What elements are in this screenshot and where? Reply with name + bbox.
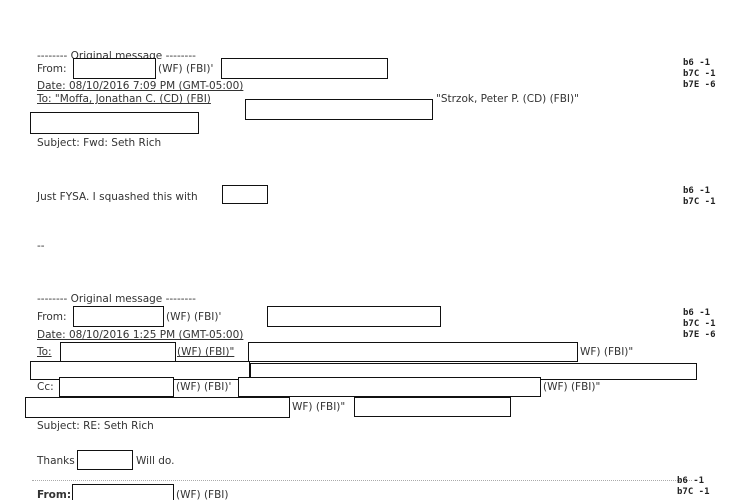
- subject-line: Subject: Fwd: Seth Rich: [37, 137, 162, 149]
- to-recipient: "Strzok, Peter P. (CD) (FBI)": [436, 93, 579, 105]
- redaction-box: [238, 377, 541, 397]
- original-message-header: -------- Original message --------: [37, 293, 196, 305]
- redaction-box: [222, 185, 268, 204]
- to-org: (WF) (FBI)": [177, 346, 235, 358]
- redaction-box: [73, 58, 156, 79]
- exemption-codes: b6 -1 b7C -1 b7E -6: [683, 58, 716, 90]
- body-text: Just FYSA. I squashed this with: [37, 191, 198, 203]
- divider: [32, 480, 692, 481]
- exemption-codes: b6 -1 b7C -1: [677, 476, 710, 497]
- subject-line: Subject: RE: Seth Rich: [37, 420, 154, 432]
- redaction-box: [25, 397, 290, 418]
- exemption-codes: b6 -1 b7C -1 b7E -6: [683, 308, 716, 340]
- date-line: Date: 08/10/2016 1:25 PM (GMT-05:00): [37, 329, 244, 341]
- redaction-box: [30, 112, 199, 134]
- will-do-text: Will do.: [136, 455, 175, 467]
- cc-org: (WF) (FBI)': [176, 381, 232, 393]
- redaction-box: [248, 342, 578, 362]
- from-label: From:: [37, 311, 67, 323]
- from-org: (WF) (FBI)': [166, 311, 222, 323]
- cc-org-tail: (WF) (FBI)": [543, 381, 601, 393]
- cc-org-2: WF) (FBI)": [292, 401, 346, 413]
- from-label: From:: [37, 63, 67, 75]
- redaction-box: [245, 99, 433, 120]
- redaction-box: [73, 306, 164, 327]
- from-org: (WF) (FBI)': [158, 63, 214, 75]
- exemption-codes: b6 -1 b7C -1: [683, 186, 716, 207]
- date-line: Date: 08/10/2016 7:09 PM (GMT-05:00): [37, 80, 244, 92]
- redaction-box: [59, 377, 174, 397]
- to-org-tail: WF) (FBI)": [580, 346, 634, 358]
- thanks-text: Thanks: [37, 455, 75, 467]
- redaction-box: [60, 342, 176, 362]
- from-label: From:: [37, 489, 72, 500]
- cc-label: Cc:: [37, 381, 54, 393]
- redaction-box: [354, 397, 511, 417]
- redaction-box: [267, 306, 441, 327]
- redaction-box: [77, 450, 133, 470]
- to-line: To: "Moffa, Jonathan C. (CD) (FBI): [37, 93, 211, 105]
- redaction-box: [221, 58, 388, 79]
- from-org: (WF) (FBI): [176, 489, 229, 500]
- separator: --: [37, 240, 45, 252]
- to-label: To:: [37, 346, 52, 358]
- redaction-box: [72, 484, 174, 500]
